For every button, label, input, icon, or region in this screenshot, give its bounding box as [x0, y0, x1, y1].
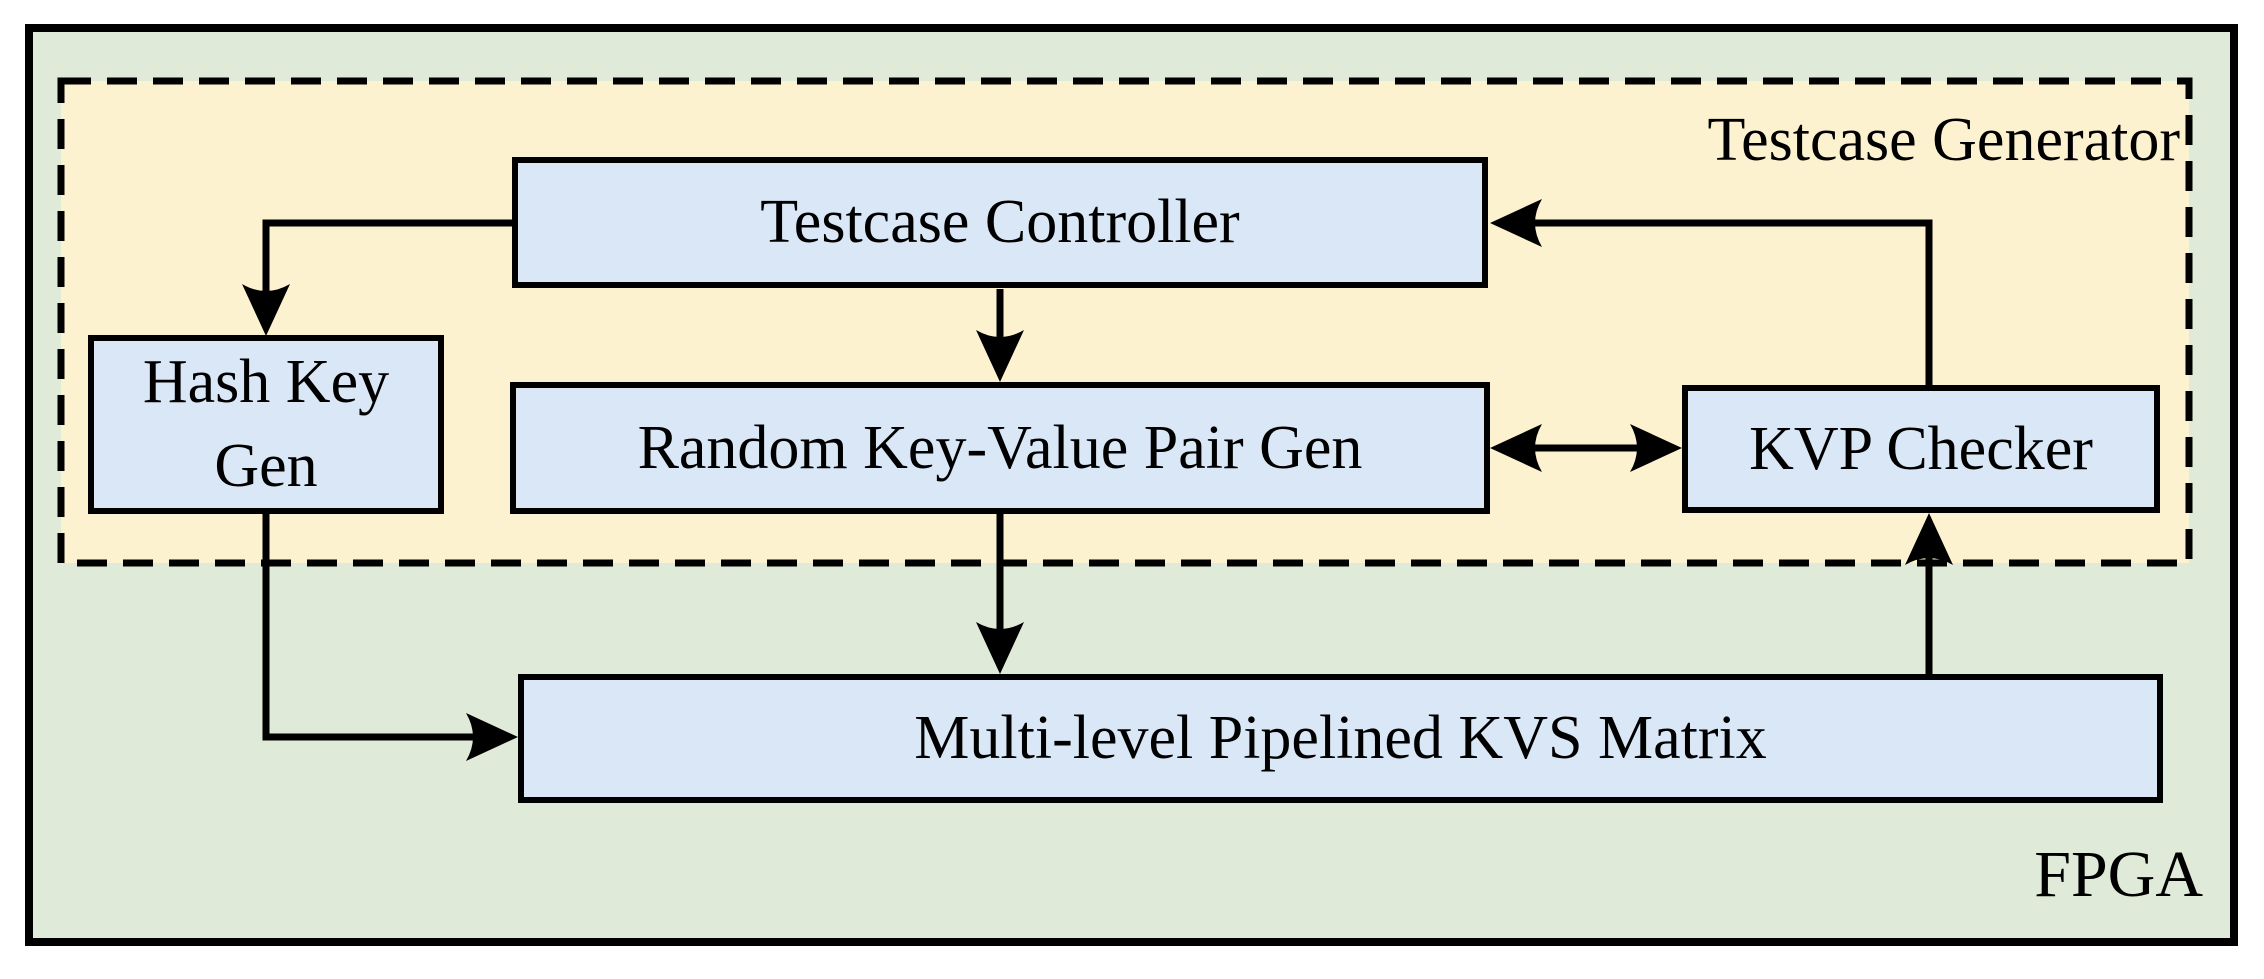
arrowhead-left-icon: [1490, 424, 1542, 472]
edge-hashkeygen-to-kvsmatrix: [262, 514, 518, 761]
node-random-key-value-pair-gen: Random Key-Value Pair Gen: [510, 382, 1490, 514]
arrowhead-down-icon: [976, 330, 1024, 382]
node-kvp-checker: KVP Checker: [1682, 385, 2160, 513]
edge-randomkvpgen-to-kvsmatrix: [976, 514, 1024, 674]
node-hash-key-gen: Hash Key Gen: [88, 335, 444, 514]
arrowhead-right-icon: [466, 713, 518, 761]
arrowhead-right-icon: [1630, 424, 1682, 472]
node-multilevel-pipelined-kvs-matrix: Multi-level Pipelined KVS Matrix: [518, 674, 2163, 803]
testcase-generator-label: Testcase Generator: [1707, 106, 2180, 174]
edge-controller-to-randomkvpgen: [976, 289, 1024, 382]
edge-controller-to-hashkeygen: [242, 219, 512, 336]
node-testcase-controller: Testcase Controller: [512, 157, 1488, 288]
edge-randomkvpgen-kvpchecker-bidirectional: [1490, 424, 1682, 472]
edge-kvpchecker-to-controller: [1490, 199, 1933, 385]
edge-kvsmatrix-to-kvpchecker: [1905, 513, 1953, 674]
arrowhead-down-icon: [976, 622, 1024, 674]
arrowhead-down-icon: [242, 284, 290, 336]
fpga-label: FPGA: [2034, 838, 2203, 911]
arrowhead-up-icon: [1905, 513, 1953, 565]
arrowhead-left-icon: [1490, 199, 1542, 247]
